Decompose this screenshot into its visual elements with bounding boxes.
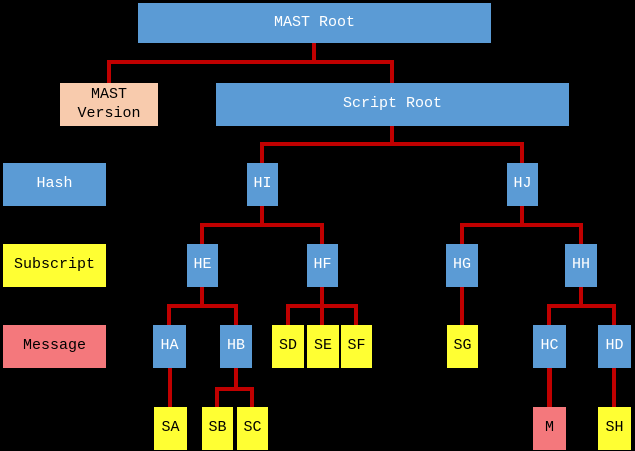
edge-hg-to-sg	[460, 287, 464, 325]
edge-hj-hbar	[460, 223, 583, 227]
edge-hd-to-sh	[612, 368, 616, 407]
node-sa: SA	[154, 407, 187, 450]
node-script-root: Script Root	[216, 83, 569, 126]
edge-to-hb	[234, 304, 238, 325]
node-hc: HC	[533, 325, 566, 368]
node-mast-version: MAST Version	[60, 83, 158, 126]
edge-to-hf	[320, 223, 324, 244]
node-hg: HG	[446, 244, 478, 287]
node-sh: SH	[598, 407, 631, 450]
node-sd: SD	[272, 325, 304, 368]
node-ha: HA	[153, 325, 186, 368]
node-m: M	[533, 407, 566, 450]
edge-to-hg	[460, 223, 464, 244]
edge-he-hbar	[167, 304, 238, 308]
node-sf: SF	[341, 325, 372, 368]
node-he: HE	[187, 244, 218, 287]
edge-to-hj	[520, 142, 524, 163]
edge-to-hh	[579, 223, 583, 244]
node-hh: HH	[565, 244, 597, 287]
node-sg: SG	[447, 325, 478, 368]
node-sc: SC	[237, 407, 268, 450]
edge-to-hi	[260, 142, 264, 163]
edge-hf-hbar	[286, 304, 358, 308]
node-mast-root: MAST Root	[138, 3, 491, 43]
edge-to-sf	[354, 304, 358, 325]
node-hd: HD	[598, 325, 631, 368]
node-hj: HJ	[507, 163, 538, 206]
edge-to-he	[200, 223, 204, 244]
node-sb: SB	[202, 407, 233, 450]
edge-to-sd	[286, 304, 290, 325]
edge-hc-to-m	[547, 368, 552, 407]
edge-hi-drop	[260, 206, 264, 227]
edge-scriptroot-hbar	[260, 142, 524, 146]
edge-to-sb	[215, 387, 219, 407]
node-hi: HI	[247, 163, 278, 206]
node-hb: HB	[220, 325, 252, 368]
edge-hb-drop	[234, 368, 238, 389]
edge-he-drop	[200, 287, 204, 308]
legend-subscript: Subscript	[3, 244, 106, 287]
node-hf: HF	[307, 244, 338, 287]
edge-hh-drop	[579, 287, 583, 308]
legend-message: Message	[3, 325, 106, 368]
edge-to-hc	[547, 304, 551, 325]
edge-scriptroot-drop	[390, 126, 394, 146]
edge-mastroot-hbar	[107, 60, 394, 64]
edge-hh-hbar	[547, 304, 616, 308]
node-se: SE	[307, 325, 339, 368]
edge-hb-hbar	[215, 387, 254, 391]
edge-to-ha	[167, 304, 171, 325]
edge-to-hd	[612, 304, 616, 325]
edge-ha-to-sa	[168, 368, 172, 407]
edge-hi-hbar	[200, 223, 324, 227]
edge-hj-drop	[520, 206, 524, 227]
legend-hash: Hash	[3, 163, 106, 206]
edge-to-sc	[250, 387, 254, 407]
edge-mastroot-drop	[312, 43, 316, 64]
edge-to-scriptroot	[390, 60, 394, 83]
edge-to-mastversion	[107, 60, 111, 83]
